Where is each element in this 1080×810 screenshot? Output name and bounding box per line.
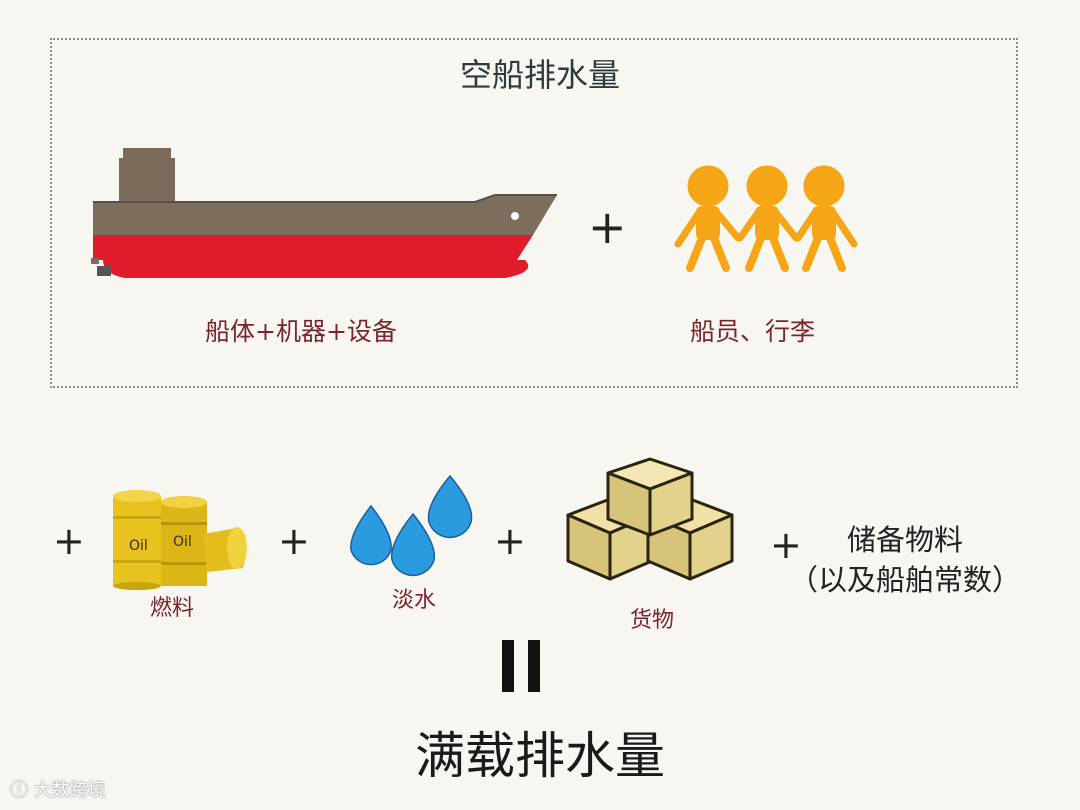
equals-sign-bar-right — [528, 640, 540, 692]
water-drops-icon — [345, 470, 480, 588]
ship-icon — [85, 140, 565, 285]
plus-sign-top: + — [588, 204, 627, 250]
watermark-logo-icon: ⓘ — [10, 780, 28, 801]
fuel-caption: 燃料 — [150, 590, 194, 622]
barrel-label-2: Oil — [173, 534, 192, 550]
top-title: 空船排水量 — [0, 50, 1080, 96]
plus-sign-2: + — [278, 522, 310, 560]
reserve-sub: （以及船舶常数） — [780, 561, 1030, 599]
reserve-block: 储备物料 （以及船舶常数） — [780, 521, 1030, 599]
bottom-title: 满载排水量 — [0, 716, 1080, 788]
plus-sign-1: + — [53, 522, 85, 560]
watermark-text: 大数跨境 — [34, 780, 106, 801]
watermark: ⓘ 大数跨境 — [10, 776, 106, 802]
water-caption: 淡水 — [392, 582, 436, 614]
ship-caption: 船体+机器+设备 — [205, 312, 397, 348]
equals-sign-bar-left — [502, 640, 514, 692]
cargo-crates-icon — [560, 455, 740, 595]
crew-icon — [672, 160, 862, 275]
reserve-label: 储备物料 — [780, 521, 1030, 559]
fuel-barrels-icon: Oil Oil — [105, 488, 255, 590]
barrel-label-1: Oil — [129, 538, 148, 554]
plus-sign-3: + — [494, 522, 526, 560]
cargo-caption: 货物 — [630, 602, 674, 634]
crew-caption: 船员、行李 — [690, 312, 815, 348]
